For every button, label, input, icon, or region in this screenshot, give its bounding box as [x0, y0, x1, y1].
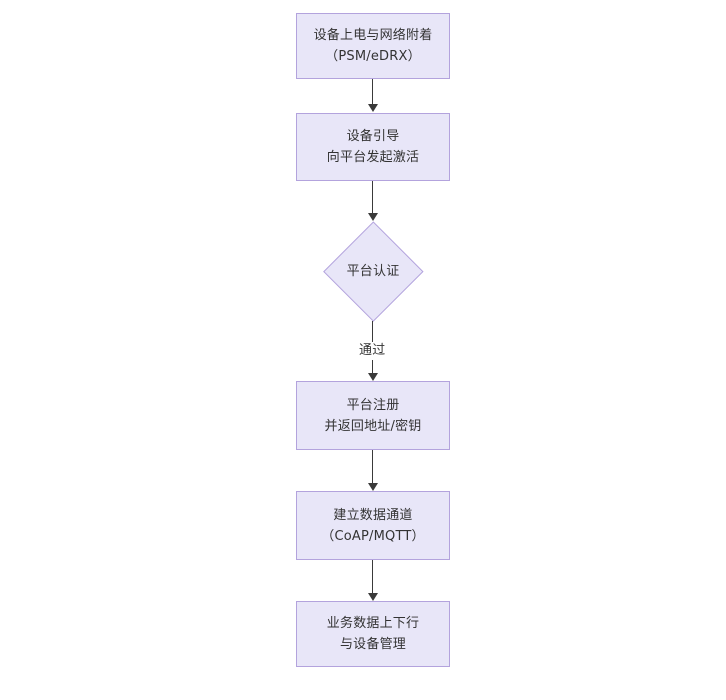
edge-bootstrap-to-platform-auth-arrowhead [368, 213, 378, 221]
edge-label-pass: 通过 [356, 342, 389, 360]
node-business-data[interactable]: 业务数据上下行 与设备管理 [296, 601, 450, 667]
node-data-channel-line2: （CoAP/MQTT） [321, 528, 425, 544]
node-data-channel[interactable]: 建立数据通道 （CoAP/MQTT） [296, 491, 450, 560]
edge-power-on-to-bootstrap [372, 79, 373, 106]
node-platform-register-line2: 并返回地址/密钥 [324, 418, 422, 434]
node-bootstrap-line2: 向平台发起激活 [326, 150, 420, 165]
node-business-data-line1: 业务数据上下行 [326, 616, 420, 631]
node-bootstrap-line1: 设备引导 [346, 129, 400, 144]
edge-register-to-data-channel [372, 450, 373, 484]
node-data-channel-line1: 建立数据通道 [333, 507, 413, 523]
node-business-data-line2: 与设备管理 [339, 637, 406, 652]
node-bootstrap[interactable]: 设备引导 向平台发起激活 [296, 113, 450, 181]
node-power-on-line2: （PSM/eDRX） [325, 49, 421, 64]
edge-data-channel-to-business [372, 560, 373, 594]
node-power-on-line1: 设备上电与网络附着 [313, 28, 433, 43]
edge-data-channel-to-business-arrowhead [368, 593, 378, 601]
edge-bootstrap-to-platform-auth [372, 181, 373, 215]
node-platform-auth-label: 平台认证 [346, 263, 400, 279]
edge-platform-auth-to-register-arrowhead [368, 373, 378, 381]
edge-power-on-to-bootstrap-arrowhead [368, 104, 378, 112]
node-platform-register-line1: 平台注册 [346, 397, 400, 413]
node-power-on[interactable]: 设备上电与网络附着 （PSM/eDRX） [296, 13, 450, 79]
edge-register-to-data-channel-arrowhead [368, 483, 378, 491]
node-platform-register[interactable]: 平台注册 并返回地址/密钥 [296, 381, 450, 450]
node-platform-auth[interactable]: 平台认证 [323, 221, 423, 321]
